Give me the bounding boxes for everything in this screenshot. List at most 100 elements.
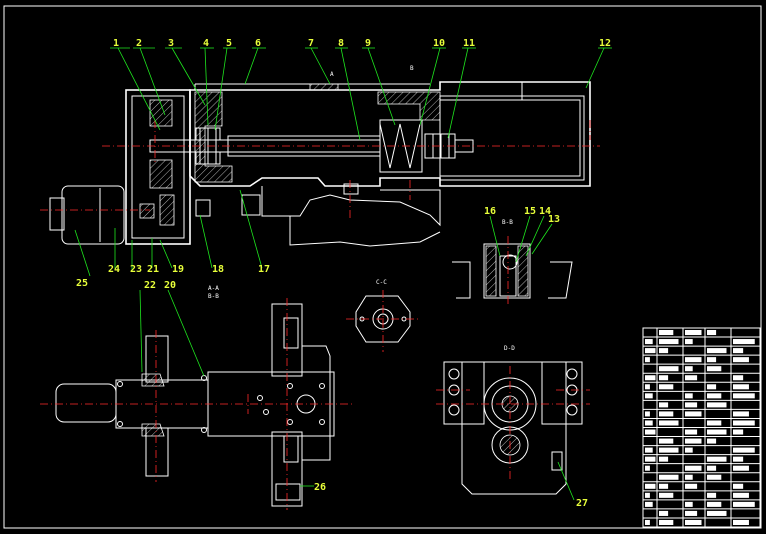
main-section-view [40, 81, 600, 247]
title-block-cell-mark [659, 483, 669, 489]
callout-4: 4 [203, 38, 209, 49]
section-bb-detail: 16 15 14 13 B-B [452, 206, 573, 306]
title-block-cell-mark [659, 411, 674, 417]
callout-14: 14 [539, 206, 551, 217]
title-block-cell-mark [707, 393, 722, 399]
callout-18: 18 [212, 264, 224, 275]
title-block-cell-mark [707, 384, 717, 390]
title-block-cell-mark [685, 519, 702, 525]
title-block-cell-mark [707, 510, 727, 516]
callout-16: 16 [484, 206, 496, 217]
title-block-cell-mark [707, 492, 717, 498]
title-block-cell-mark [685, 510, 698, 516]
title-block-cell-mark [733, 393, 755, 399]
view-label-c: C-C [376, 279, 387, 286]
title-block-cell-mark [659, 456, 669, 462]
callout-19: 19 [172, 264, 184, 275]
title-block-cell-mark [685, 357, 702, 363]
title-block-cell-mark [659, 438, 674, 444]
title-block-cell-mark [659, 510, 669, 516]
title-block-cell-mark [685, 438, 702, 444]
title-block-cell-mark [645, 465, 650, 471]
view-label-d: D-D [504, 345, 515, 352]
title-block-cell-mark [659, 366, 679, 372]
callout-27: 27 [576, 498, 588, 509]
title-block-cell-mark [685, 330, 702, 336]
title-block-cell-mark [645, 339, 653, 345]
plan-view: 22 20 26 [40, 280, 352, 510]
title-block-cell-mark [659, 519, 674, 525]
title-block-cell-mark [659, 420, 679, 426]
title-block-cell-mark [645, 375, 656, 381]
callout-1: 1 [113, 38, 119, 49]
title-block-cell-mark [685, 411, 702, 417]
title-block-cell-mark [659, 348, 669, 354]
view-label-aa-note: B-B [208, 293, 219, 300]
callout-22: 22 [144, 280, 156, 291]
callout-11: 11 [463, 38, 475, 49]
title-block-cell-mark [733, 501, 755, 507]
title-block-cell-mark [645, 393, 653, 399]
title-block-cell-mark [685, 339, 693, 345]
title-block [642, 327, 761, 528]
title-block-cell-mark [645, 429, 656, 435]
section-cc: C-C [346, 279, 420, 352]
title-block-cell-mark [645, 519, 650, 525]
callout-21: 21 [147, 264, 159, 275]
title-block-cell-mark [707, 474, 722, 480]
title-block-cell-mark [707, 402, 727, 408]
title-block-cell-mark [685, 465, 702, 471]
title-block-cell-mark [733, 456, 744, 462]
bottom-callouts: 25 24 23 21 19 18 17 A-A B-B [74, 189, 270, 300]
title-block-cell-mark [645, 501, 653, 507]
title-block-cell-mark [685, 366, 693, 372]
title-block-cell-mark [707, 357, 717, 363]
title-block-cell-mark [733, 375, 744, 381]
title-block-cell-mark [659, 339, 679, 345]
callout-13: 13 [548, 214, 560, 225]
callout-8: 8 [338, 38, 344, 49]
callout-3: 3 [168, 38, 174, 49]
title-block-cell-mark [733, 411, 749, 417]
title-block-cell-mark [707, 366, 722, 372]
section-mark-b: B [410, 65, 414, 72]
motor [61, 185, 125, 245]
title-block-cell-mark [685, 483, 698, 489]
main-housing [189, 81, 591, 187]
callout-12: 12 [599, 38, 611, 49]
title-block-cell-mark [645, 348, 656, 354]
title-block-cell-mark [659, 492, 674, 498]
callout-15: 15 [524, 206, 536, 217]
title-block-cell-mark [645, 384, 650, 390]
title-block-cell-mark [659, 330, 674, 336]
callout-25: 25 [76, 278, 88, 289]
title-block-cell-mark [733, 339, 755, 345]
title-block-cell-mark [707, 330, 717, 336]
title-block-cell-mark [645, 492, 650, 498]
title-block-cell-mark [645, 411, 650, 417]
title-block-cell-mark [707, 429, 727, 435]
title-block-cell-mark [645, 357, 650, 363]
drawing-frame [3, 5, 762, 529]
view-label-b: B-B [502, 219, 513, 226]
callout-9: 9 [365, 38, 371, 49]
title-block-cell-mark [685, 375, 698, 381]
title-block-cell-mark [733, 519, 749, 525]
title-block-cell-mark [707, 501, 722, 507]
title-block-cell-mark [685, 501, 693, 507]
title-block-cell-mark [659, 474, 679, 480]
title-block-cell-mark [707, 348, 727, 354]
title-block-cell-mark [659, 384, 674, 390]
callout-2: 2 [136, 38, 142, 49]
title-block-cell-mark [707, 456, 727, 462]
section-mark-a: A [330, 71, 334, 78]
title-block-cell-mark [659, 402, 669, 408]
callout-17: 17 [258, 264, 270, 275]
title-block-cell-mark [659, 447, 679, 453]
title-block-cell-mark [707, 438, 717, 444]
title-block-cell-mark [659, 375, 669, 381]
title-block-cell-mark [685, 447, 693, 453]
title-block-cell-mark [733, 357, 749, 363]
callout-26: 26 [314, 482, 326, 493]
title-block-cell-mark [685, 429, 698, 435]
